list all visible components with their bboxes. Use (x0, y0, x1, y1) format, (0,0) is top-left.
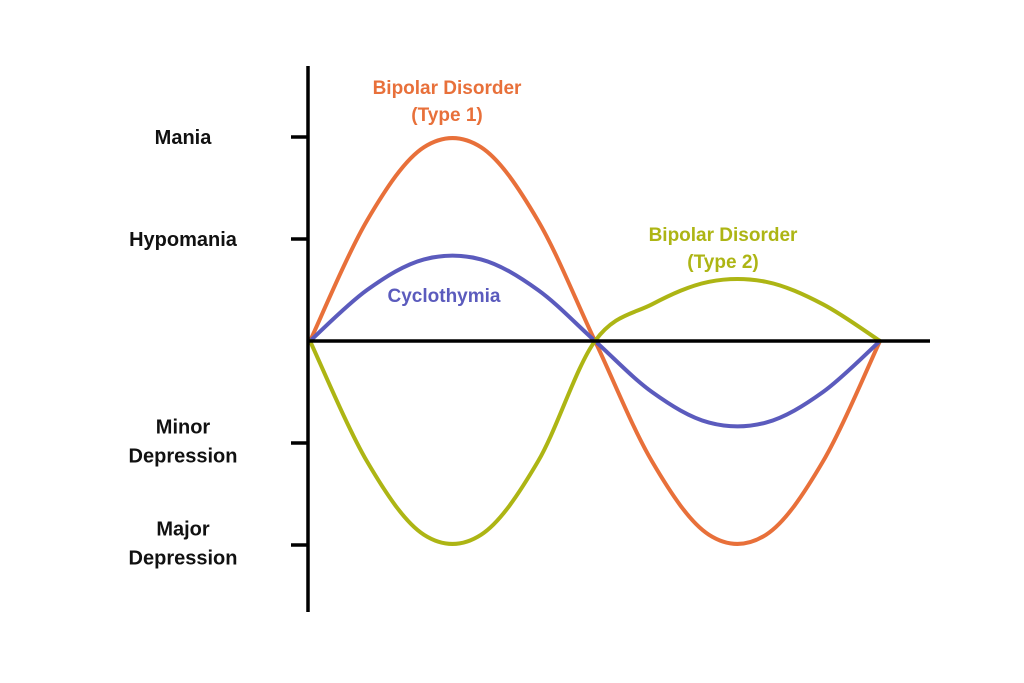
y-tick-label: Hypomania (129, 229, 238, 251)
series-label-bipolar-type-1: Bipolar Disorder (Type 1) (373, 78, 522, 126)
y-tick-label-line: Depression (129, 548, 238, 570)
series-label-line: Cyclothymia (388, 286, 501, 307)
series-label-line: Bipolar Disorder (649, 225, 798, 246)
series-labels: Bipolar Disorder (Type 1) Cyclothymia Bipol… (373, 78, 798, 307)
series-label-cyclothymia: Cyclothymia (388, 286, 501, 307)
y-tick-label-line: Mania (155, 127, 213, 149)
y-tick-label: Mania (155, 127, 213, 149)
series-bipolar-type-2-line (308, 277, 882, 546)
series-label-line: (Type 2) (687, 252, 758, 273)
series-label-bipolar-type-2: Bipolar Disorder (Type 2) (649, 225, 798, 273)
y-tick-label-line: Minor (156, 417, 211, 439)
y-tick-label-line: Depression (129, 446, 238, 468)
y-tick-label-line: Major (156, 519, 210, 541)
y-tick-label-line: Hypomania (129, 229, 238, 251)
series-label-line: Bipolar Disorder (373, 78, 522, 99)
series-label-line: (Type 1) (411, 105, 482, 126)
